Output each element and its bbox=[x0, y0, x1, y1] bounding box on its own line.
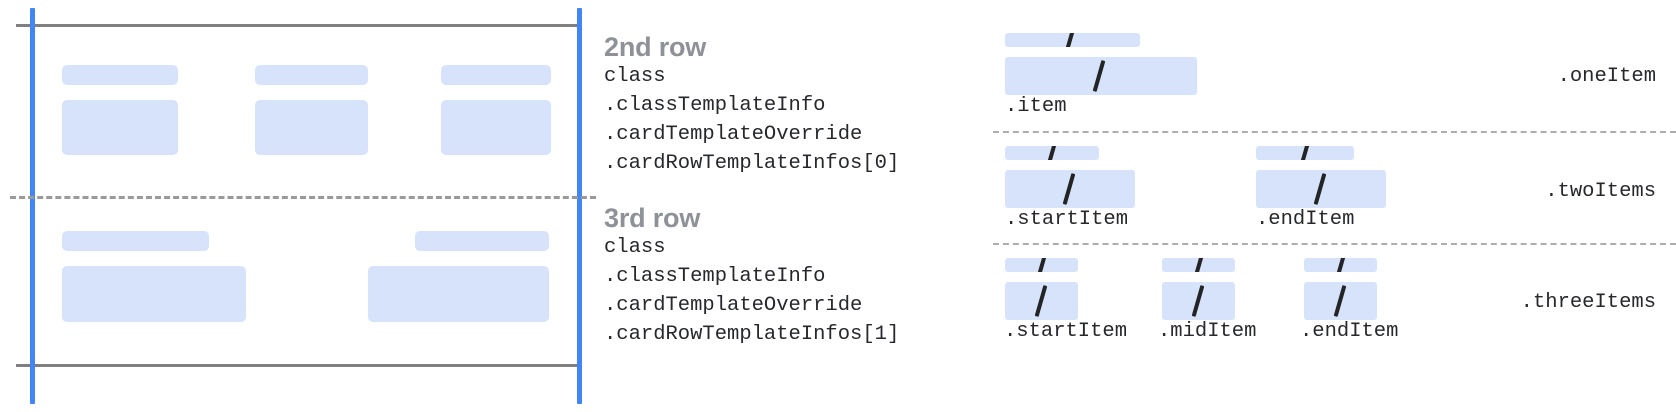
third-row-title: 3rd row bbox=[604, 203, 701, 233]
item-value-block bbox=[1256, 170, 1386, 208]
second-row-title: 2nd row bbox=[604, 32, 707, 62]
item-value-block bbox=[1162, 282, 1235, 320]
item-label-block bbox=[1304, 258, 1377, 272]
second-row-code-line: .cardRowTemplateInfos[0] bbox=[604, 152, 900, 175]
card-left-guide bbox=[30, 8, 35, 404]
card-row-layout-diagram bbox=[0, 0, 596, 412]
text-stroke-icon bbox=[1194, 258, 1204, 272]
cell-value-block bbox=[441, 100, 551, 155]
variant-class-label: .oneItem bbox=[1557, 65, 1656, 88]
cell-label-block bbox=[255, 65, 368, 85]
item-unit: .startItem bbox=[1005, 146, 1135, 231]
third-row-annotation: 3rd row class .classTemplateInfo .cardTe… bbox=[604, 203, 899, 349]
text-stroke-icon bbox=[1092, 60, 1106, 92]
item-unit: .midItem bbox=[1158, 258, 1256, 343]
variant-separator bbox=[993, 131, 1676, 133]
item-class-label: .endItem bbox=[1300, 320, 1399, 343]
item-class-label: .startItem bbox=[1005, 208, 1129, 231]
item-unit: .endItem bbox=[1300, 258, 1398, 343]
item-label-block bbox=[1162, 258, 1235, 272]
text-stroke-icon bbox=[1336, 258, 1346, 272]
second-row-code-line: class bbox=[604, 65, 666, 88]
second-row-annotation: 2nd row class .classTemplateInfo .cardTe… bbox=[604, 32, 899, 178]
item-label-block bbox=[1256, 146, 1354, 160]
third-row-code-line: .cardRowTemplateInfos[1] bbox=[604, 323, 900, 346]
variant-class-label: .threeItems bbox=[1520, 291, 1656, 314]
text-stroke-icon bbox=[1313, 173, 1327, 205]
cell-value-block bbox=[255, 100, 368, 155]
cell-value-block bbox=[62, 266, 246, 322]
text-stroke-icon bbox=[1191, 285, 1205, 317]
second-row-code-line: .cardTemplateOverride bbox=[604, 123, 863, 146]
cell-value-block bbox=[368, 266, 549, 322]
variant-class-label: .twoItems bbox=[1545, 180, 1656, 203]
card-right-guide bbox=[577, 8, 582, 404]
item-label-block bbox=[1005, 146, 1099, 160]
item-class-label: .endItem bbox=[1256, 208, 1355, 231]
third-row-code-line: .cardTemplateOverride bbox=[604, 294, 863, 317]
variant-separator bbox=[993, 243, 1676, 245]
cell-label-block bbox=[62, 65, 178, 85]
card-bottom-border bbox=[16, 364, 582, 367]
item-value-block bbox=[1304, 282, 1377, 320]
item-class-label: .item bbox=[1005, 95, 1067, 118]
text-stroke-icon bbox=[1333, 285, 1347, 317]
cell-label-block bbox=[62, 231, 209, 251]
item-value-block bbox=[1005, 282, 1078, 320]
item-value-block bbox=[1005, 57, 1197, 95]
cell-value-block bbox=[62, 100, 178, 155]
item-class-label: .startItem bbox=[1004, 320, 1128, 343]
item-label-block bbox=[1005, 33, 1140, 47]
cell-label-block bbox=[415, 231, 549, 251]
row-separator bbox=[10, 196, 596, 199]
text-stroke-icon bbox=[1300, 146, 1310, 160]
item-value-block bbox=[1005, 170, 1135, 208]
item-unit: .item bbox=[1005, 33, 1197, 118]
item-unit: .startItem bbox=[1004, 258, 1127, 343]
second-row-code-line: .classTemplateInfo bbox=[604, 94, 826, 117]
text-stroke-icon bbox=[1047, 146, 1057, 160]
cell-label-block bbox=[441, 65, 551, 85]
text-stroke-icon bbox=[1034, 285, 1048, 317]
item-unit: .endItem bbox=[1256, 146, 1386, 231]
item-label-block bbox=[1005, 258, 1078, 272]
card-top-border bbox=[16, 24, 582, 27]
text-stroke-icon bbox=[1062, 173, 1076, 205]
text-stroke-icon bbox=[1037, 258, 1047, 272]
third-row-code-line: .classTemplateInfo bbox=[604, 265, 826, 288]
item-template-variants-diagram: .item .oneItem .startItem bbox=[985, 0, 1676, 412]
text-stroke-icon bbox=[1065, 33, 1075, 47]
item-class-label: .midItem bbox=[1158, 320, 1257, 343]
third-row-code-line: class bbox=[604, 236, 666, 259]
